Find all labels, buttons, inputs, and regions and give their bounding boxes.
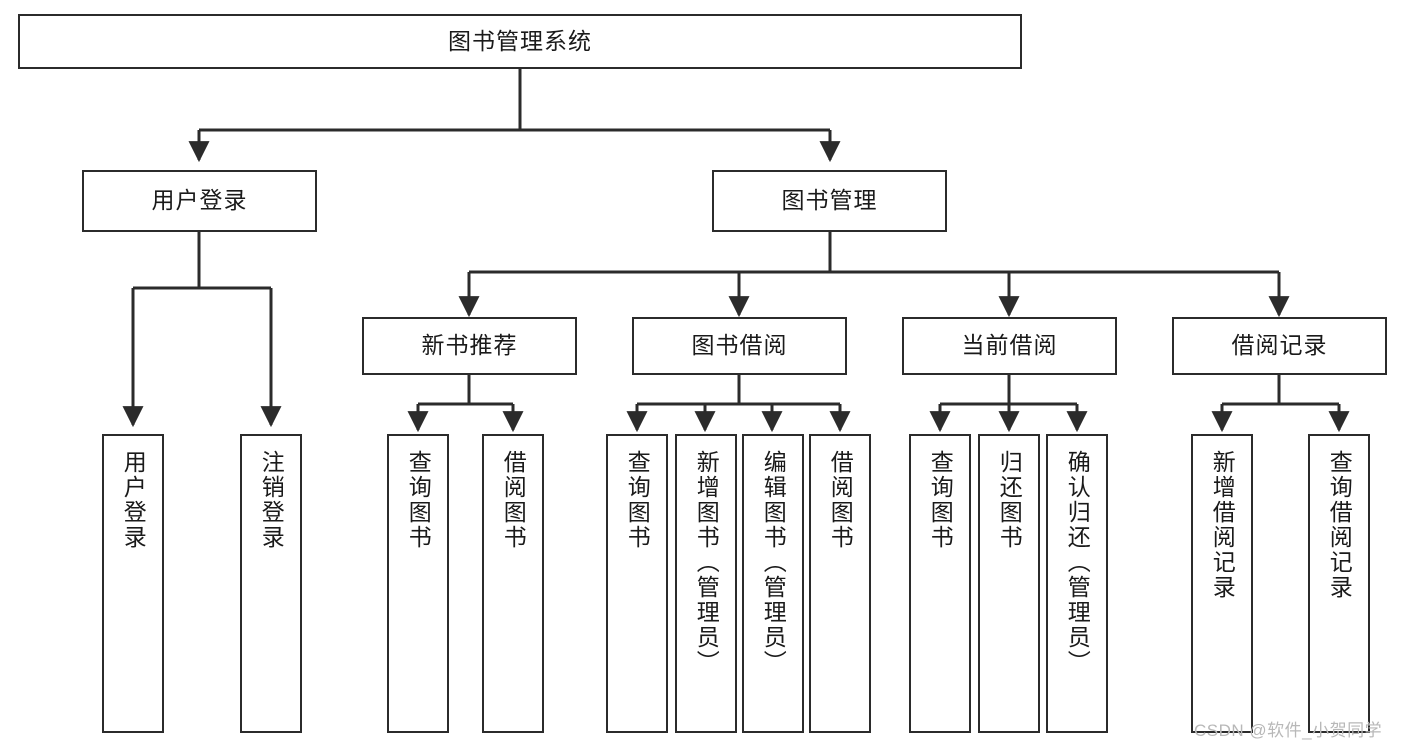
leaf-borrow-query-book[interactable]: 查询图书 bbox=[606, 434, 668, 733]
node-label: 用户登录 bbox=[120, 450, 147, 550]
leaf-current-query-book[interactable]: 查询图书 bbox=[909, 434, 971, 733]
node-label: 新增图书（管理员） bbox=[693, 450, 720, 675]
leaf-borrow-borrow-book[interactable]: 借阅图书 bbox=[809, 434, 871, 733]
leaf-user-logout[interactable]: 注销登录 bbox=[240, 434, 302, 733]
leaf-borrow-edit-book-admin[interactable]: 编辑图书（管理员） bbox=[742, 434, 804, 733]
node-label: 用户登录 bbox=[151, 187, 248, 214]
node-book-borrow[interactable]: 图书借阅 bbox=[632, 317, 847, 375]
csdn-watermark: CSDN @软件_小贺同学 bbox=[1194, 721, 1383, 740]
leaf-record-add-borrow-record[interactable]: 新增借阅记录 bbox=[1191, 434, 1253, 733]
node-root-system[interactable]: 图书管理系统 bbox=[18, 14, 1022, 69]
node-label: 当前借阅 bbox=[961, 332, 1058, 359]
node-label: 借阅图书 bbox=[500, 450, 527, 550]
node-label: 图书借阅 bbox=[691, 332, 788, 359]
leaf-borrow-add-book-admin[interactable]: 新增图书（管理员） bbox=[675, 434, 737, 733]
node-borrow-record[interactable]: 借阅记录 bbox=[1172, 317, 1387, 375]
node-label: 借阅图书 bbox=[827, 450, 854, 550]
node-label: 查询借阅记录 bbox=[1326, 450, 1353, 600]
node-label: 图书管理 bbox=[781, 187, 878, 214]
node-user-login[interactable]: 用户登录 bbox=[82, 170, 317, 232]
node-label: 借阅记录 bbox=[1231, 332, 1328, 359]
node-current-borrow[interactable]: 当前借阅 bbox=[902, 317, 1117, 375]
node-label: 图书管理系统 bbox=[448, 27, 592, 54]
node-new-book-recommend[interactable]: 新书推荐 bbox=[362, 317, 577, 375]
node-book-management[interactable]: 图书管理 bbox=[712, 170, 947, 232]
node-label: 确认归还（管理员） bbox=[1064, 450, 1091, 675]
leaf-current-confirm-return-admin[interactable]: 确认归还（管理员） bbox=[1046, 434, 1108, 733]
leaf-current-return-book[interactable]: 归还图书 bbox=[978, 434, 1040, 733]
leaf-recommend-borrow-book[interactable]: 借阅图书 bbox=[482, 434, 544, 733]
node-label: 新增借阅记录 bbox=[1209, 450, 1236, 600]
node-label: 编辑图书（管理员） bbox=[760, 450, 787, 675]
node-label: 查询图书 bbox=[927, 450, 954, 550]
leaf-record-query-borrow-record[interactable]: 查询借阅记录 bbox=[1308, 434, 1370, 733]
node-label: 查询图书 bbox=[624, 450, 651, 550]
node-label: 新书推荐 bbox=[421, 332, 518, 359]
node-label: 查询图书 bbox=[405, 450, 432, 550]
leaf-user-login[interactable]: 用户登录 bbox=[102, 434, 164, 733]
leaf-recommend-query-book[interactable]: 查询图书 bbox=[387, 434, 449, 733]
node-label: 归还图书 bbox=[996, 450, 1023, 550]
node-label: 注销登录 bbox=[258, 450, 285, 550]
